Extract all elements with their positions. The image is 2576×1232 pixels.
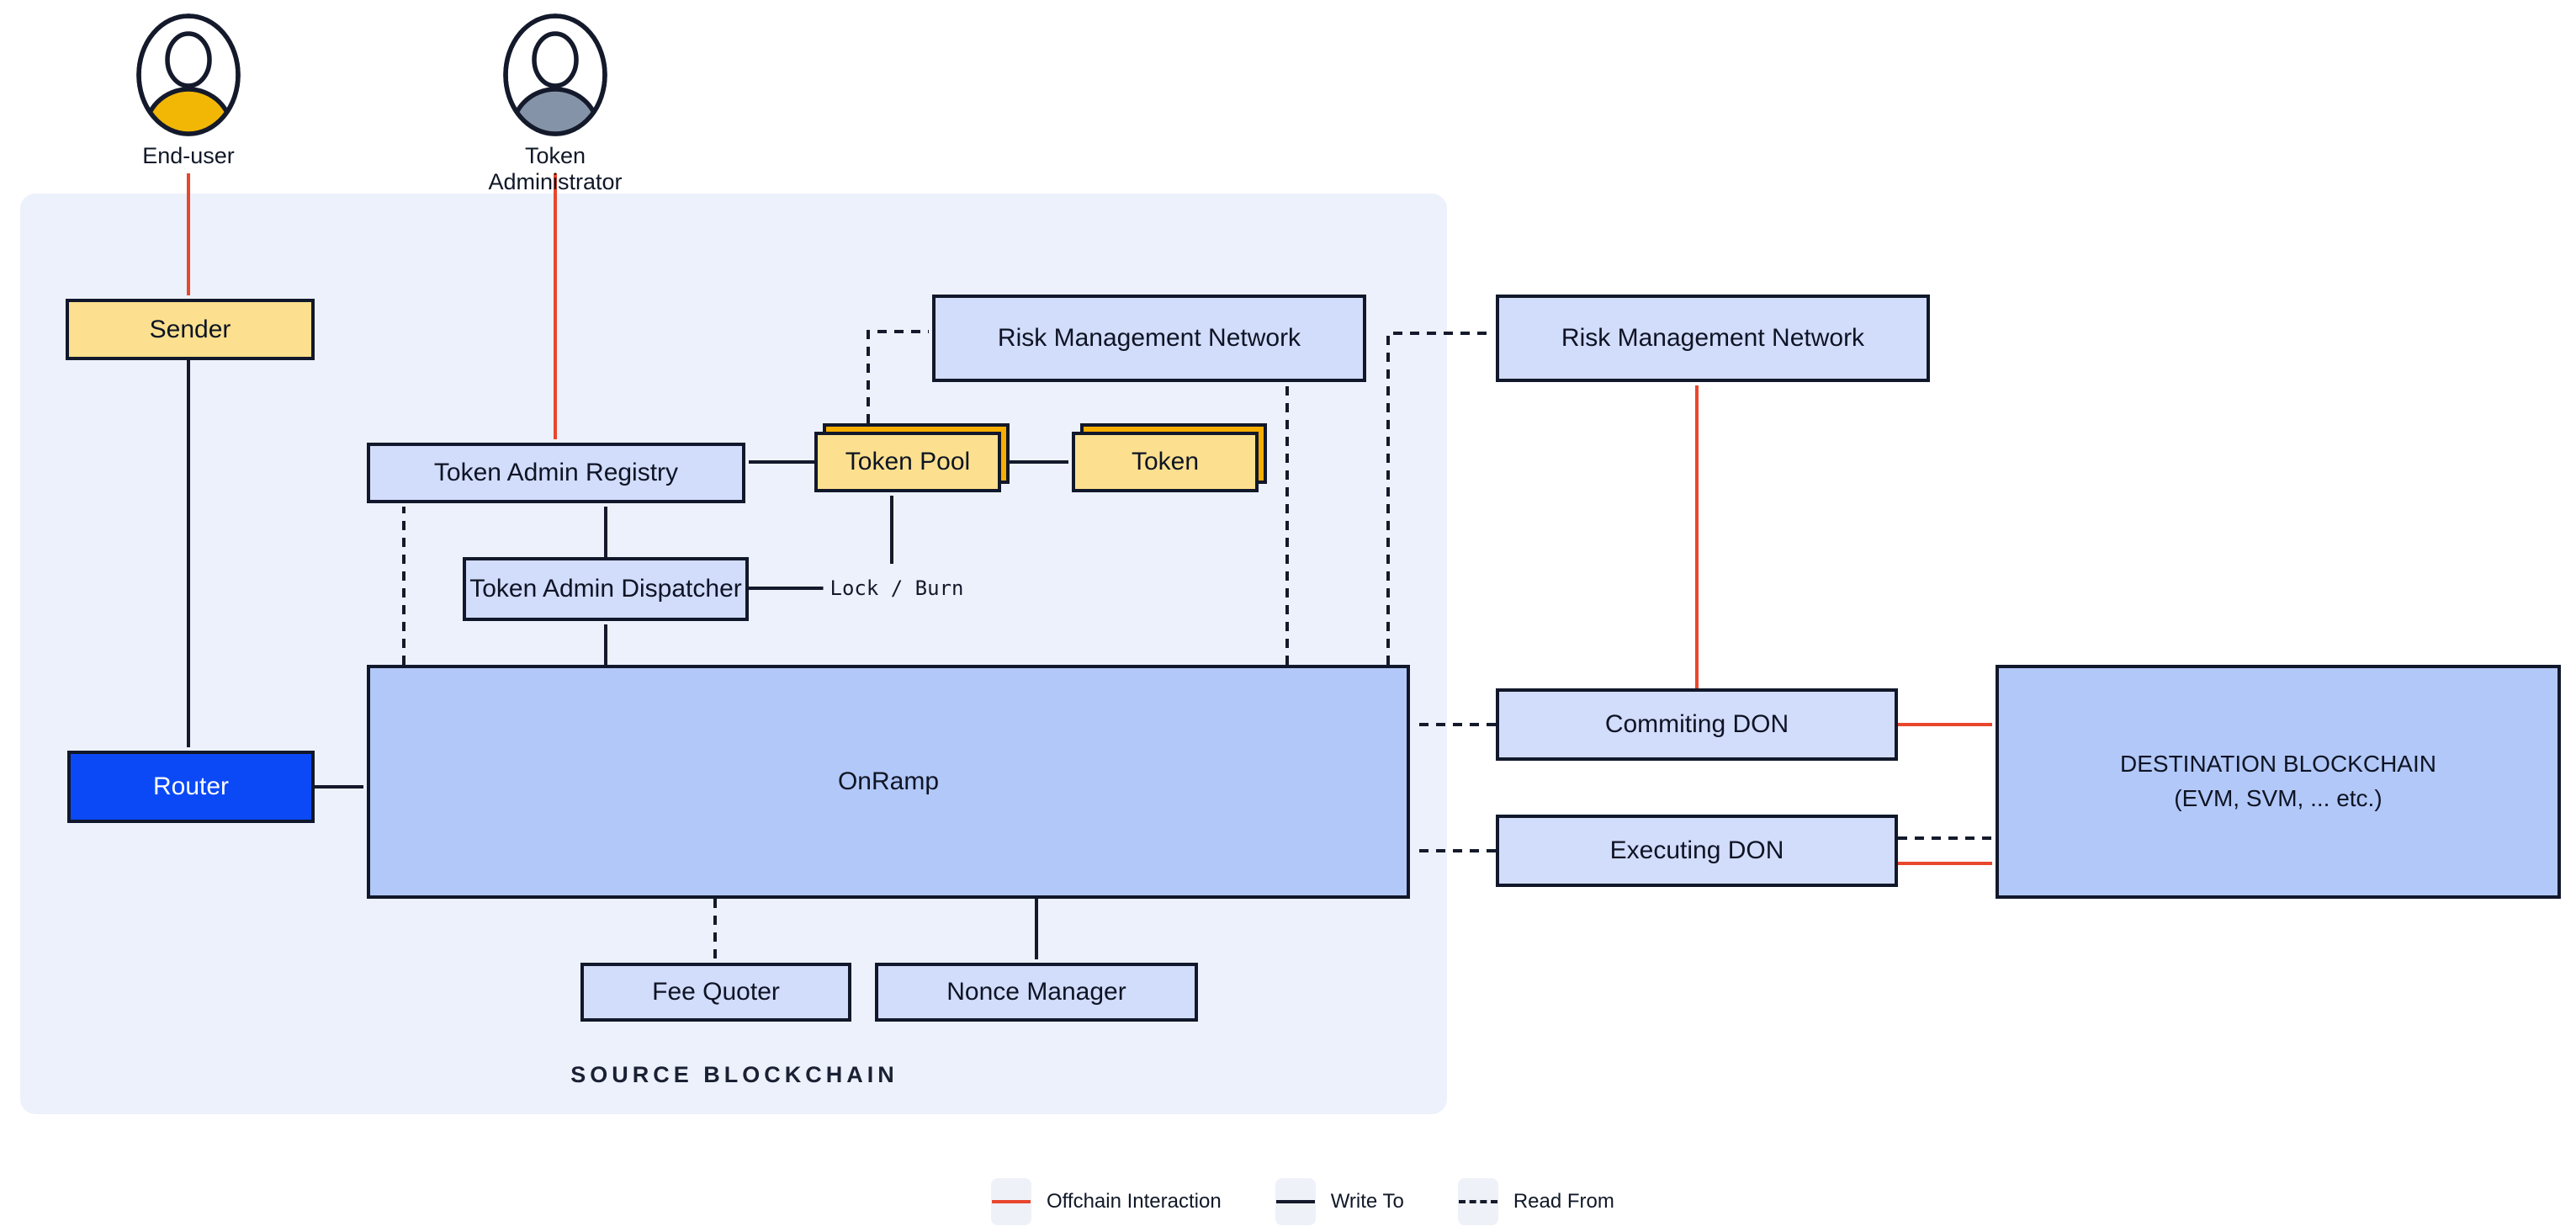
legend-label: Offchain Interaction [1047, 1190, 1222, 1213]
node-token: Token [1072, 423, 1267, 492]
edge-tokenpool-reads-rmn [867, 330, 929, 423]
lock-burn-edge-label: Lock / Burn [823, 576, 971, 600]
node-router: Router [67, 751, 315, 823]
source-blockchain-label: SOURCE BLOCKCHAIN [570, 1062, 898, 1087]
node-token-pool: Token Pool [814, 423, 1010, 492]
node-risk-management-network-source: Risk Management Network [932, 295, 1366, 382]
legend-item-write-to: Write To [1275, 1178, 1404, 1225]
actor-end-user: End-user [96, 12, 281, 169]
end-user-icon [136, 13, 241, 136]
node-onramp: OnRamp [367, 665, 1410, 899]
node-destination-blockchain: DESTINATION BLOCKCHAIN (EVM, SVM, ... et… [1996, 665, 2561, 899]
node-nonce-manager: Nonce Manager [875, 963, 1198, 1022]
node-executing-don: Executing DON [1496, 815, 1898, 887]
node-token-admin-dispatcher: Token Admin Dispatcher [463, 557, 749, 621]
offchain-line-swatch [991, 1178, 1031, 1225]
node-risk-management-network-offchain: Risk Management Network [1496, 295, 1930, 382]
end-user-label: End-user [142, 143, 235, 168]
legend: Offchain Interaction Write To Read From [991, 1178, 1653, 1225]
token-administrator-label: Token Administrator [488, 143, 623, 194]
destination-label-line1: DESTINATION BLOCKCHAIN [2120, 751, 2436, 778]
edge-onramp-reads-rmn-offchain [1386, 332, 1494, 665]
actor-token-administrator: Token Administrator [463, 12, 648, 195]
write-to-line-swatch [1275, 1178, 1316, 1225]
node-token-admin-registry: Token Admin Registry [367, 443, 745, 503]
node-commiting-don: Commiting DON [1496, 688, 1898, 761]
node-sender: Sender [66, 299, 315, 360]
legend-item-offchain: Offchain Interaction [991, 1178, 1222, 1225]
legend-label: Write To [1330, 1190, 1404, 1213]
node-fee-quoter: Fee Quoter [580, 963, 851, 1022]
token-administrator-icon [503, 13, 607, 136]
read-from-line-swatch [1457, 1178, 1498, 1225]
destination-label-line2: (EVM, SVM, ... etc.) [2174, 785, 2383, 811]
legend-item-read-from: Read From [1457, 1178, 1614, 1225]
legend-label: Read From [1513, 1190, 1614, 1213]
